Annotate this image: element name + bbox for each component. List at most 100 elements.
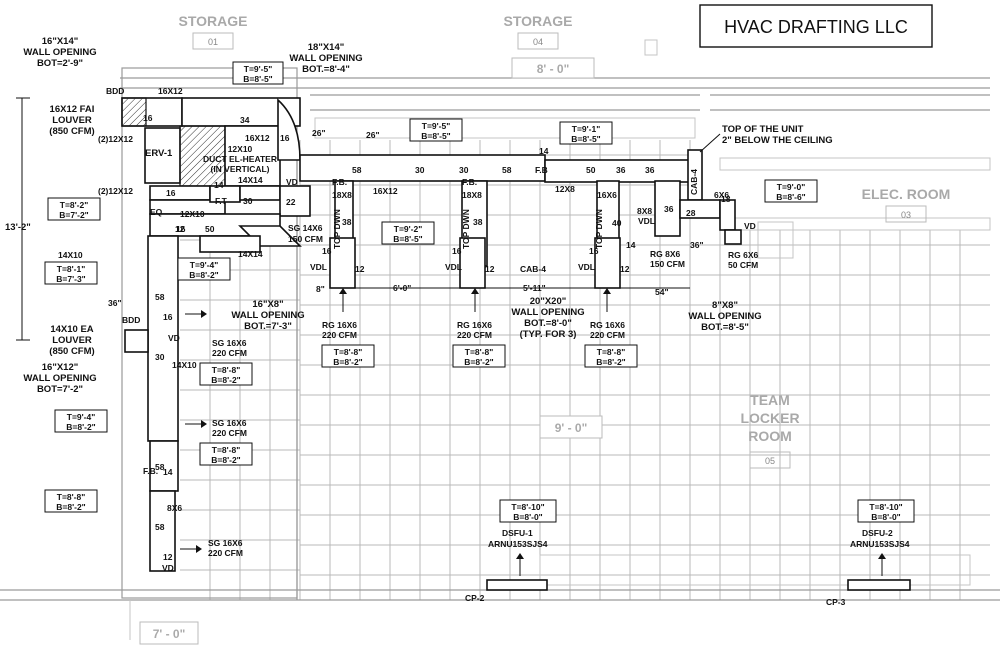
svg-text:26": 26" (366, 130, 380, 140)
elevation-tag-9: T=8'-8" B=8'-2" (321, 344, 375, 368)
svg-text:WALL OPENING: WALL OPENING (23, 47, 96, 58)
elevation-tag-4: T=9'-0" B=8'-6" (764, 179, 818, 203)
svg-text:54": 54" (655, 287, 669, 297)
svg-text:12X8: 12X8 (555, 184, 575, 194)
svg-text:16X6: 16X6 (597, 190, 617, 200)
svg-text:BOT.=8'-4": BOT.=8'-4" (302, 64, 350, 75)
svg-text:16X12: 16X12 (373, 186, 398, 196)
svg-text:B=8'-0": B=8'-0" (871, 512, 900, 522)
svg-text:WALL OPENING: WALL OPENING (511, 307, 584, 318)
svg-text:14: 14 (626, 240, 636, 250)
svg-text:B=7'-2": B=7'-2" (59, 210, 88, 220)
svg-text:T=8'-1": T=8'-1" (57, 264, 86, 274)
elevation-tag-7: T=8'-1" B=7'-3" (44, 261, 98, 285)
svg-text:16"X12": 16"X12" (42, 362, 78, 373)
svg-text:18X8: 18X8 (332, 190, 352, 200)
wall-opening-w5: 20"X20" WALL OPENING BOT.=8'-0" (TYP. FO… (511, 296, 584, 340)
svg-text:SG 14X6: SG 14X6 (288, 223, 323, 233)
svg-text:T=8'-8": T=8'-8" (334, 347, 363, 357)
svg-text:(850 CFM): (850 CFM) (49, 346, 94, 357)
ductwork (121, 97, 911, 591)
svg-text:16: 16 (176, 224, 186, 234)
elevation-tag-16: T=8'-10" B=8'-0" (499, 499, 557, 523)
svg-text:ELEC. ROOM: ELEC. ROOM (862, 186, 951, 202)
svg-text:T=8'-10": T=8'-10" (511, 502, 544, 512)
svg-text:2" BELOW THE CEILING: 2" BELOW THE CEILING (722, 135, 833, 146)
svg-text:14: 14 (163, 467, 173, 477)
svg-text:36": 36" (690, 240, 704, 250)
elevation-tag-15: T=8'-8" B=8'-2" (44, 489, 98, 513)
elevation-tag-3: T=9'-1" B=8'-5" (559, 121, 613, 145)
svg-text:18"X14": 18"X14" (308, 42, 344, 53)
svg-text:150 CFM: 150 CFM (650, 259, 685, 269)
dsfu-2: DSFU-2 ARNU153SJS4 (850, 528, 910, 576)
svg-text:T=9'-1": T=9'-1" (572, 124, 601, 134)
svg-text:(TYP. FOR 3): (TYP. FOR 3) (520, 329, 577, 340)
svg-text:(2)12X12: (2)12X12 (98, 134, 133, 144)
svg-text:LOUVER: LOUVER (52, 115, 92, 126)
svg-text:22: 22 (286, 197, 296, 207)
svg-text:B=8'-0": B=8'-0" (513, 512, 542, 522)
svg-text:8": 8" (316, 284, 325, 294)
svg-text:50: 50 (205, 224, 215, 234)
svg-text:T=8'-8": T=8'-8" (597, 347, 626, 357)
svg-text:220 CFM: 220 CFM (322, 330, 357, 340)
svg-text:T=9'-4": T=9'-4" (67, 412, 96, 422)
svg-text:VD: VD (286, 177, 298, 187)
svg-text:DSFU-1: DSFU-1 (502, 528, 533, 538)
svg-text:12: 12 (485, 264, 495, 274)
elevation-tag-11: T=8'-8" B=8'-2" (584, 344, 638, 368)
svg-text:16: 16 (322, 246, 332, 256)
svg-text:220 CFM: 220 CFM (208, 548, 243, 558)
svg-text:30: 30 (155, 352, 165, 362)
svg-text:T=8'-8": T=8'-8" (465, 347, 494, 357)
elevation-tag-13: T=8'-8" B=8'-2" (199, 362, 253, 386)
svg-text:RG 16X6: RG 16X6 (590, 320, 625, 330)
svg-text:CAB-4: CAB-4 (689, 169, 699, 195)
dimensions: 13'-2" 26" 26" 36" 36" 8" 6'-0" 5'-11" 5… (5, 97, 704, 341)
svg-text:VD: VD (744, 221, 756, 231)
svg-text:12: 12 (620, 264, 630, 274)
svg-text:14X10 EA: 14X10 EA (50, 324, 93, 335)
svg-text:14X14: 14X14 (238, 175, 263, 185)
duct-size-labels: 16X12 16 34 16X12 16 (2)12X12 (2)12X12 1… (58, 86, 731, 562)
misc-labels: BDD BDD VD VD VD VD VDL VDL VDL VDL TOP … (106, 86, 756, 573)
svg-text:ARNU153SJS4: ARNU153SJS4 (850, 539, 910, 549)
svg-text:5'-11": 5'-11" (523, 283, 546, 293)
svg-text:16: 16 (589, 246, 599, 256)
svg-text:F.B.: F.B. (332, 177, 347, 187)
svg-text:VDL: VDL (310, 262, 327, 272)
svg-text:B=8'-2": B=8'-2" (56, 502, 85, 512)
svg-text:BOT=7'-2": BOT=7'-2" (37, 384, 83, 395)
svg-text:14X10: 14X10 (172, 360, 197, 370)
svg-text:BDD: BDD (122, 315, 140, 325)
svg-text:F.T: F.T (215, 196, 228, 206)
ceiling-height-3: 7' - 0" (139, 621, 199, 645)
diffuser-labels: SG 14X6 150 CFM SG 16X6 220 CFM SG 16X6 … (208, 223, 759, 558)
top-of-unit-note: TOP OF THE UNIT 2" BELOW THE CEILING (699, 124, 833, 153)
svg-text:7' - 0": 7' - 0" (153, 627, 186, 641)
svg-text:8X8: 8X8 (637, 206, 652, 216)
svg-text:T=8'-8": T=8'-8" (212, 365, 241, 375)
svg-text:(2)12X12: (2)12X12 (98, 186, 133, 196)
svg-text:TOP OF THE UNIT: TOP OF THE UNIT (722, 124, 804, 135)
dsfu-1: DSFU-1 ARNU153SJS4 (488, 528, 548, 576)
svg-text:16: 16 (143, 113, 153, 123)
svg-text:150 CFM: 150 CFM (288, 234, 323, 244)
elevation-tag-2: T=9'-5" B=8'-5" (409, 118, 463, 142)
airflow-arrows (180, 288, 611, 553)
svg-text:RG 16X6: RG 16X6 (457, 320, 492, 330)
svg-text:6X6: 6X6 (714, 190, 729, 200)
svg-text:B=8'-6": B=8'-6" (776, 192, 805, 202)
elevation-tag-8: T=9'-4" B=8'-2" (177, 257, 231, 281)
svg-text:14: 14 (214, 180, 224, 190)
svg-text:TOP DWN: TOP DWN (461, 209, 471, 249)
svg-text:16X12: 16X12 (245, 133, 270, 143)
wall-opening-w2: 18"X14" WALL OPENING BOT.=8'-4" (289, 42, 362, 75)
svg-text:220 CFM: 220 CFM (212, 428, 247, 438)
svg-text:VD: VD (168, 333, 180, 343)
svg-text:01: 01 (208, 37, 218, 47)
svg-text:T=9'-0": T=9'-0" (777, 182, 806, 192)
walls (0, 39, 1000, 640)
